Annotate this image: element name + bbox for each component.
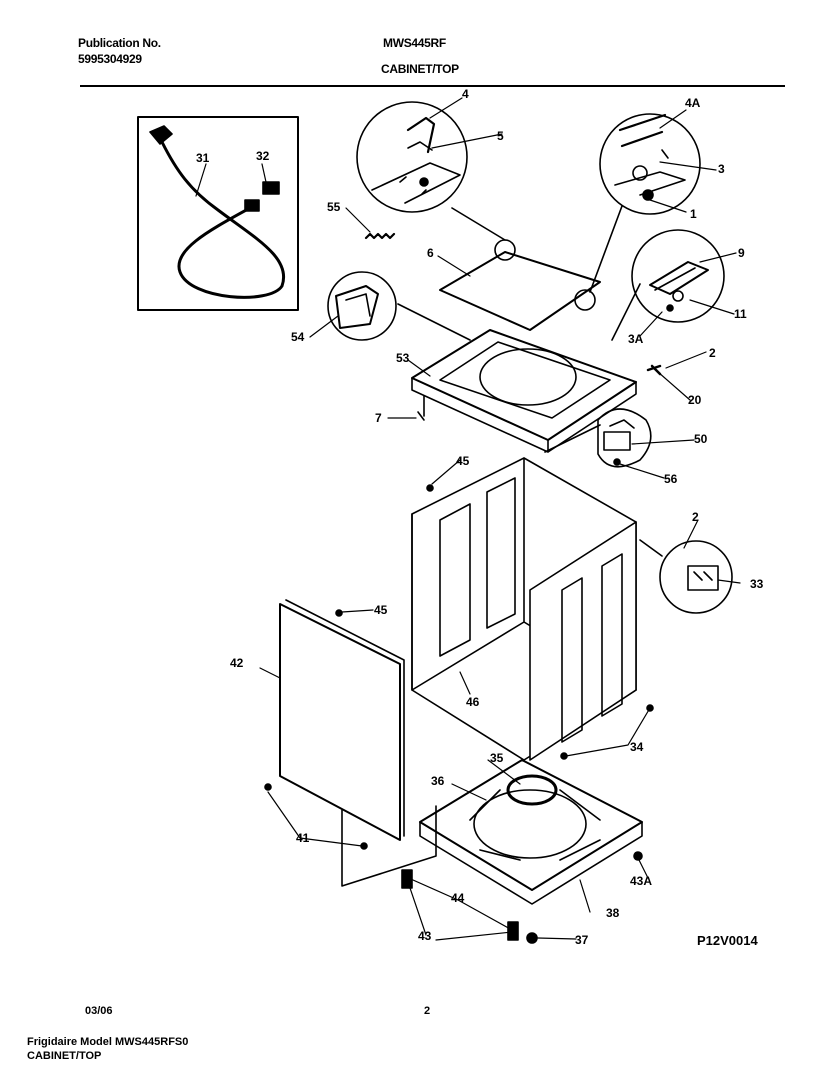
header-rule — [80, 85, 785, 87]
callout-11: 11 — [734, 307, 747, 321]
cabinet-top-part — [411, 329, 637, 453]
callout-labels: 4 5 4A 3 1 31 32 55 6 9 11 3A 54 53 2 20… — [196, 87, 764, 947]
cabinet-base-part — [419, 759, 643, 905]
callout-34: 34 — [630, 740, 644, 754]
callout-9: 9 — [738, 246, 745, 260]
callout-33: 33 — [750, 577, 764, 591]
callout-55: 55 — [327, 200, 341, 214]
diagram-code: P12V0014 — [697, 933, 758, 948]
callout-43A: 43A — [630, 874, 652, 888]
callout-3: 3 — [718, 162, 725, 176]
callout-2-right: 2 — [692, 510, 699, 524]
hinge-detail-circle — [356, 101, 468, 213]
callout-32: 32 — [256, 149, 270, 163]
publication-number: 5995304929 — [78, 52, 142, 66]
callout-37: 37 — [575, 933, 589, 947]
callout-5: 5 — [497, 129, 504, 143]
callout-3A: 3A — [628, 332, 644, 346]
callout-1: 1 — [690, 207, 697, 221]
callout-45-top: 45 — [456, 454, 470, 468]
callout-44: 44 — [451, 891, 465, 905]
callout-38: 38 — [606, 906, 620, 920]
spring-part — [364, 232, 396, 240]
callout-31: 31 — [196, 151, 210, 165]
callout-35: 35 — [490, 751, 504, 765]
bracket-lines — [341, 805, 437, 887]
page-number: 2 — [424, 1005, 431, 1017]
section-heading: CABINET/TOP — [381, 62, 459, 76]
callout-6: 6 — [427, 246, 434, 260]
callout-45-side: 45 — [374, 603, 388, 617]
lid-switch-detail-circle — [599, 113, 701, 215]
callout-36: 36 — [431, 774, 445, 788]
callout-4A: 4A — [685, 96, 701, 110]
lid-lock-part — [597, 408, 652, 468]
footer-section: CABINET/TOP — [27, 1050, 102, 1062]
actuator-detail-circle — [631, 229, 725, 323]
model-heading: MWS445RF — [383, 36, 446, 50]
publication-label: Publication No. — [78, 36, 161, 50]
callout-56: 56 — [664, 472, 678, 486]
callout-50: 50 — [694, 432, 708, 446]
callout-7: 7 — [375, 411, 382, 425]
footer-date: 03/06 — [85, 1005, 113, 1017]
callout-leaders — [195, 97, 741, 941]
clip-detail-circle — [327, 271, 397, 341]
footer-model: Frigidaire Model MWS445RFS0 — [27, 1036, 189, 1048]
callout-41: 41 — [296, 831, 310, 845]
callout-2-top: 2 — [709, 346, 716, 360]
callout-46: 46 — [466, 695, 480, 709]
callout-20: 20 — [688, 393, 702, 407]
terminal-detail-circle — [639, 539, 733, 614]
lid-part — [439, 205, 623, 331]
side-panel-part — [279, 599, 405, 841]
callout-4: 4 — [462, 87, 469, 101]
callout-43: 43 — [418, 929, 432, 943]
callout-53: 53 — [396, 351, 410, 365]
callout-42: 42 — [230, 656, 244, 670]
cabinet-part — [411, 457, 637, 761]
feet-parts — [264, 704, 654, 944]
callout-54: 54 — [291, 330, 305, 344]
power-cord-inset — [137, 116, 299, 311]
